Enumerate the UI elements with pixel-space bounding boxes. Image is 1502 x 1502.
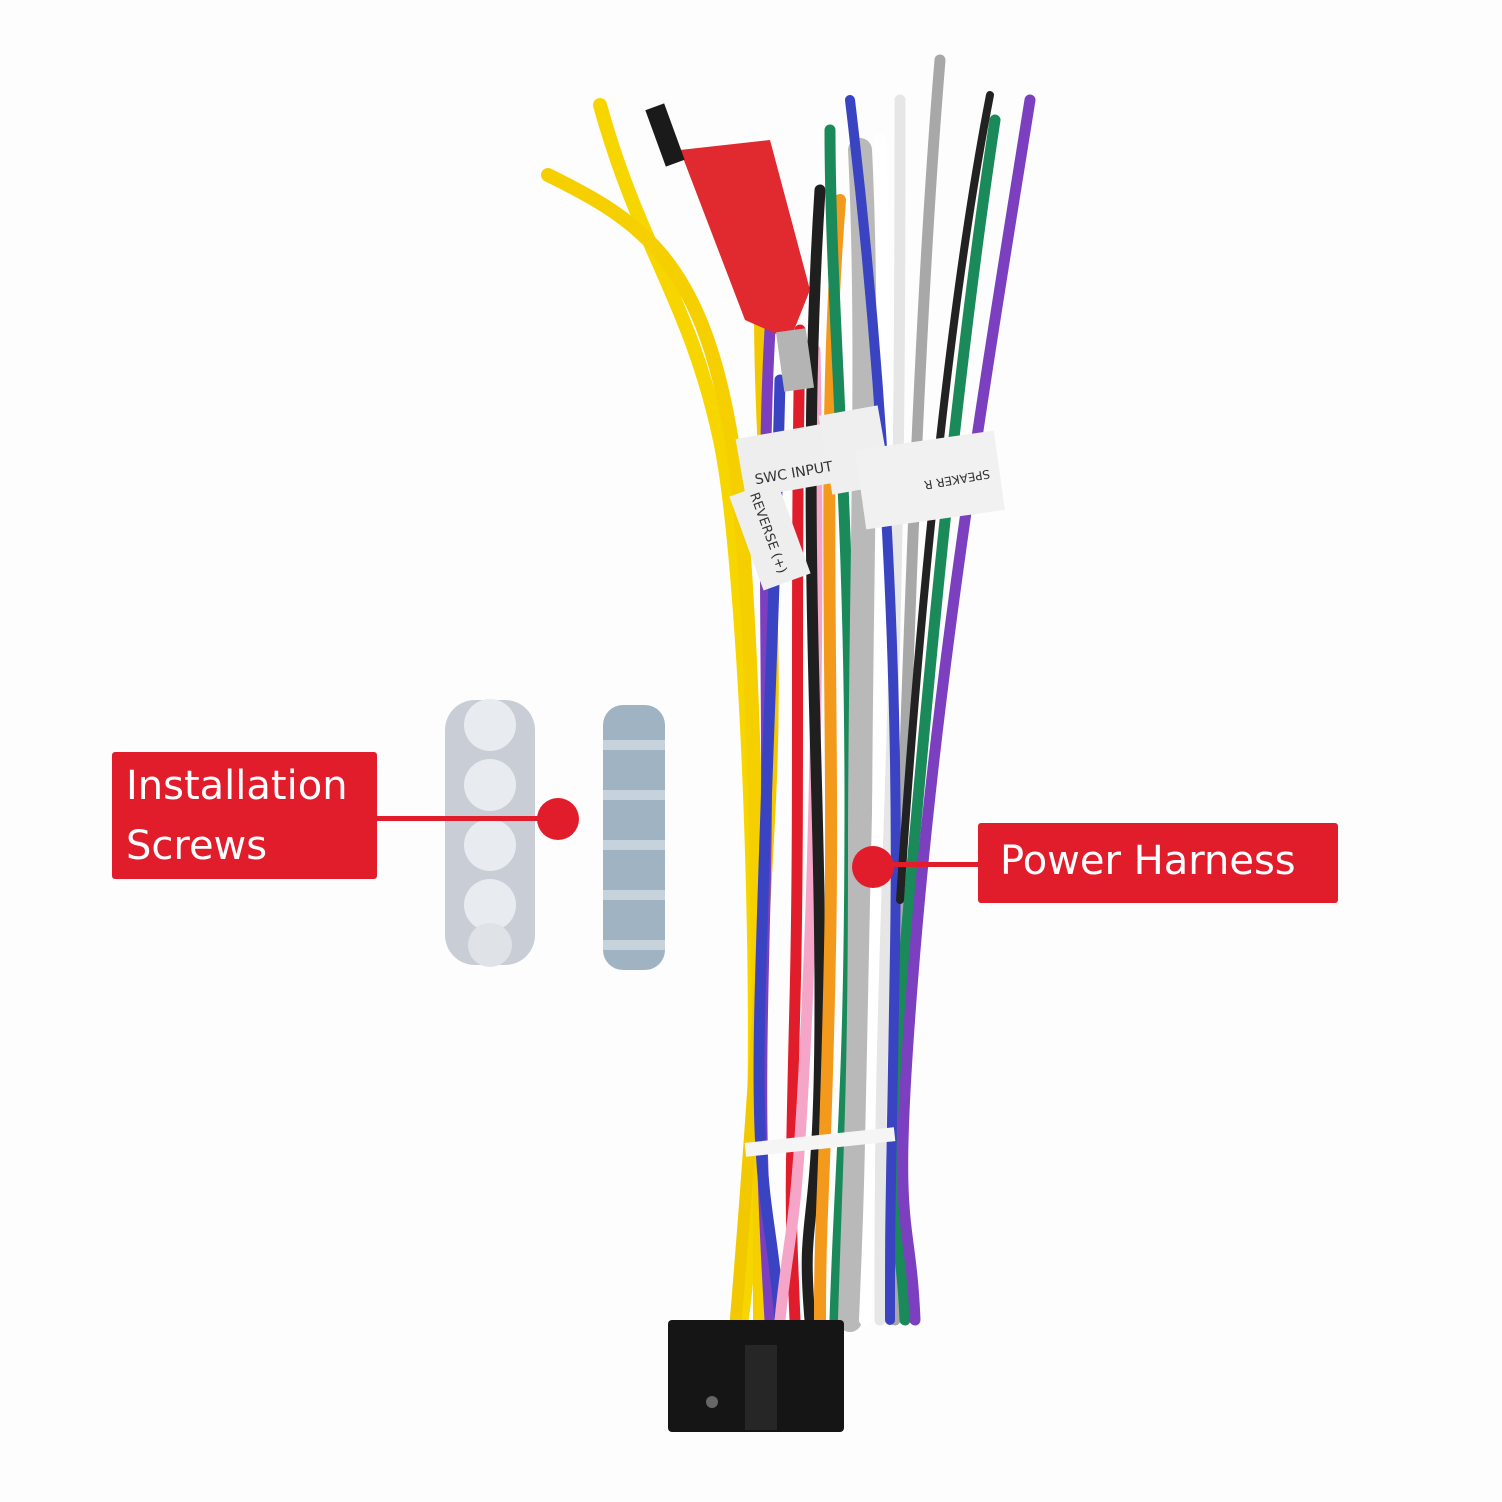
screws-leader-dot xyxy=(537,798,579,840)
screws-left xyxy=(445,699,535,967)
harness-leader-line xyxy=(872,862,982,867)
wire-tags: SWC INPUT REVERSE (+) SPEAKER R xyxy=(729,405,1005,591)
harness-connector xyxy=(668,1320,844,1432)
harness-leader-dot xyxy=(852,846,894,888)
power-harness-label: Power Harness xyxy=(978,823,1338,903)
screws-leader-line xyxy=(376,816,556,821)
installation-screws-label: Installation Screws xyxy=(112,752,377,879)
rca-connector xyxy=(645,103,815,392)
installation-screws-label-line2: Screws xyxy=(126,823,268,869)
cable-tie xyxy=(744,1127,896,1157)
screws-right xyxy=(603,705,665,970)
installation-screws-label-line1: Installation xyxy=(126,763,348,809)
